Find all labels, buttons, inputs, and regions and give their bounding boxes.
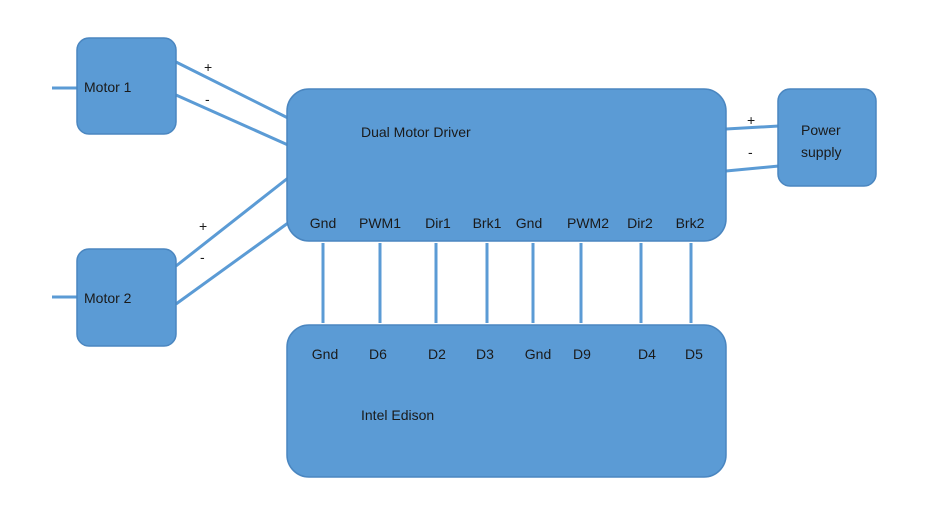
- motor1-minus-wire: [175, 93, 289, 147]
- edison-pin-label: D4: [638, 346, 656, 362]
- power-supply-label-line1: Power: [801, 122, 841, 138]
- driver-pin-label: Gnd: [516, 215, 542, 231]
- motor1-label: Motor 1: [84, 79, 132, 95]
- motor2-minus-wire: [175, 221, 289, 306]
- motor2-block: [76, 248, 177, 347]
- driver-pin-label: PWM2: [567, 215, 609, 231]
- driver-pin-label: Dir2: [627, 215, 653, 231]
- edison-label: Intel Edison: [361, 407, 434, 423]
- driver-pin-label: Gnd: [310, 215, 336, 231]
- driver-pin-label: PWM1: [359, 215, 401, 231]
- driver-block: [286, 88, 727, 242]
- motor2-plus-wire: [175, 176, 289, 268]
- driver-pin-label: Brk1: [473, 215, 502, 231]
- driver-pin-label: Brk2: [676, 215, 705, 231]
- edison-block: [286, 324, 727, 478]
- power-minus-sign: -: [748, 144, 753, 160]
- edison-pin-label: D9: [573, 346, 591, 362]
- motor1-minus-sign: -: [205, 91, 210, 107]
- power-plus-wire: [725, 124, 780, 131]
- motor2-minus-sign: -: [200, 249, 205, 265]
- driver-pin-labels: Gnd PWM1 Dir1 Brk1 Gnd PWM2 Dir2 Brk2: [310, 215, 705, 231]
- pin-wires: [321, 243, 693, 323]
- power-supply-block: [777, 88, 877, 187]
- driver-label: Dual Motor Driver: [361, 124, 471, 140]
- edison-pin-label: Gnd: [312, 346, 338, 362]
- power-plus-sign: +: [747, 112, 755, 128]
- power-supply-label-line2: supply: [801, 144, 841, 160]
- edison-pin-label: D3: [476, 346, 494, 362]
- edison-pin-label: D6: [369, 346, 387, 362]
- motor1-plus-wire: [175, 60, 289, 120]
- motor2-plus-sign: +: [199, 218, 207, 234]
- motor1-plus-sign: +: [204, 59, 212, 75]
- edison-pin-label: D5: [685, 346, 703, 362]
- edison-pin-labels: Gnd D6 D2 D3 Gnd D9 D4 D5: [312, 346, 703, 362]
- motor2-label: Motor 2: [84, 290, 132, 306]
- edison-pin-label: Gnd: [525, 346, 551, 362]
- motor1-block: [76, 37, 177, 135]
- power-minus-wire: [725, 164, 780, 173]
- edison-pin-label: D2: [428, 346, 446, 362]
- driver-pin-label: Dir1: [425, 215, 451, 231]
